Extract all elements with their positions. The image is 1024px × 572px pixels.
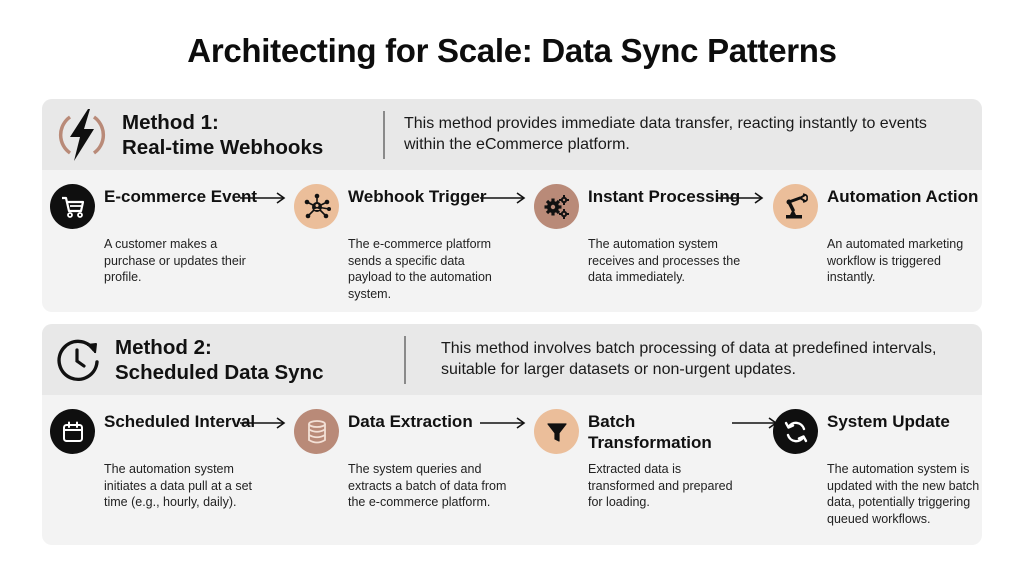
method-1-panel: Method 1: Real-time Webhooks This method… [42,99,982,312]
step-icon-circle [773,409,818,454]
arrow-right-icon [480,417,526,429]
header-divider [383,111,385,159]
method-1-header: Method 1: Real-time Webhooks This method… [42,99,982,170]
step-description: The e-commerce platform sends a specific… [348,237,492,301]
method-2-panel: Method 2: Scheduled Data Sync This metho… [42,324,982,545]
arrow-right-icon [732,417,778,429]
step-icon-circle [773,184,818,229]
method-2-description: This method involves batch processing of… [441,340,937,378]
sync-arrows-icon [784,421,807,442]
step-icon-circle [534,409,579,454]
arrow-right-icon [240,417,286,429]
header-divider [404,336,406,384]
method-2-title-line2: Scheduled Data Sync [115,361,324,384]
lightning-bolt-icon [58,109,106,161]
step-description: A customer makes a purchase or updates t… [104,237,246,284]
step-title: Data Extraction [348,412,473,431]
arrow-right-icon [718,192,764,204]
method-2-title: Method 2: Scheduled Data Sync [115,335,323,385]
step-icon-circle [534,184,579,229]
step-title: Instant Processing [588,187,741,206]
step-title: Webhook Trigger [348,187,487,206]
method-1-title-line1: Method 1: [122,111,219,134]
step-description: The system queries and extracts a batch … [348,462,507,509]
step-icon-circle [294,409,339,454]
step-title: E-commerce Event [104,187,258,206]
step-icon-circle [50,184,95,229]
step-description: The automation system initiates a data p… [104,462,253,509]
step-icon-circle [294,184,339,229]
method-1-description: This method provides immediate data tran… [404,115,927,153]
robotic-arm-icon [785,192,808,218]
step-title: Automation Action [827,187,979,206]
webhook-network-icon [304,193,331,218]
step-title: Scheduled Interval [104,412,256,431]
calendar-icon [62,421,83,442]
method-2-header: Method 2: Scheduled Data Sync This metho… [42,324,982,395]
clock-refresh-icon [57,339,99,382]
page-title: Architecting for Scale: Data Sync Patter… [187,32,837,69]
gears-icon [544,194,569,219]
step-description: An automated marketing workflow is trigg… [827,237,964,284]
step-description: The automation system receives and proce… [588,237,741,284]
method-1-title-line2: Real-time Webhooks [122,136,324,159]
arrow-right-icon [240,192,286,204]
step-title: System Update [827,412,950,431]
step-title: Batch Transformation [588,412,712,452]
method-1-steps: E-commerce Event A customer makes a purc… [42,170,982,312]
step-icon-circle [50,409,95,454]
method-2-title-line1: Method 2: [115,336,212,359]
method-2-steps: Scheduled Interval The automation system… [42,395,982,545]
method-1-title: Method 1: Real-time Webhooks [122,110,323,160]
database-icon [307,419,326,443]
step-description: The automation system is updated with th… [827,462,980,526]
shopping-cart-icon [61,196,84,218]
arrow-right-icon [480,192,526,204]
step-description: Extracted data is transformed and prepar… [588,462,733,509]
funnel-icon [546,422,567,442]
